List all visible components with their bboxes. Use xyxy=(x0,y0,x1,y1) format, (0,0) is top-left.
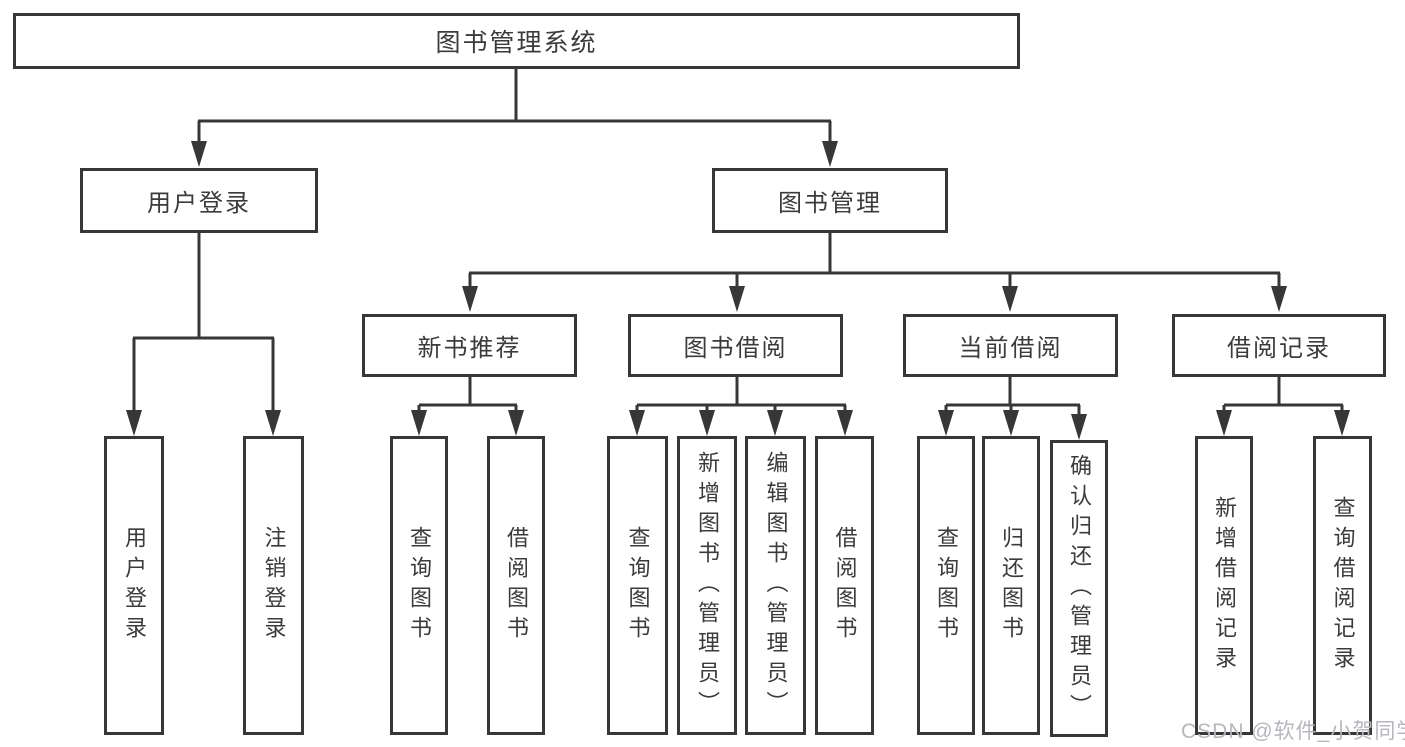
arrow-down-icon xyxy=(1003,410,1019,436)
arrow-down-icon xyxy=(508,410,524,436)
arrow-down-icon xyxy=(1216,410,1232,436)
arrow-down-icon xyxy=(1334,410,1350,436)
arrow-down-icon xyxy=(411,410,427,436)
leaf-user-login: 用户登录 xyxy=(104,436,164,735)
arrow-down-icon xyxy=(629,410,645,436)
leaf-logout: 注销登录 xyxy=(243,436,304,735)
arrow-down-icon xyxy=(938,410,954,436)
node-book-borrow-label: 图书借阅 xyxy=(683,335,788,362)
arrow-down-icon xyxy=(462,286,478,312)
leaf-bb-query-books-label: 查询图书 xyxy=(625,525,651,646)
node-new-book-recommend: 新书推荐 xyxy=(362,314,577,377)
node-current-borrow: 当前借阅 xyxy=(903,314,1118,377)
arrow-down-icon xyxy=(837,410,853,436)
leaf-bb-edit-books-admin-label: 编辑图书（管理员） xyxy=(763,450,789,721)
leaf-bb-borrow-books: 借阅图书 xyxy=(815,436,874,735)
leaf-bb-borrow-books-label: 借阅图书 xyxy=(832,525,858,646)
node-book-management-label: 图书管理 xyxy=(778,190,882,217)
leaf-nbr-query-books: 查询图书 xyxy=(390,436,448,735)
arrow-down-icon xyxy=(1071,414,1087,440)
node-borrow-records-label: 借阅记录 xyxy=(1227,335,1331,362)
leaf-logout-label: 注销登录 xyxy=(261,525,287,646)
node-root: 图书管理系统 xyxy=(13,13,1020,69)
arrow-down-icon xyxy=(699,410,715,436)
arrow-down-icon xyxy=(822,141,838,167)
watermark: CSDN @软件_小贺同学 xyxy=(1181,720,1405,743)
node-borrow-records: 借阅记录 xyxy=(1172,314,1386,377)
node-book-borrow: 图书借阅 xyxy=(628,314,843,377)
leaf-nbr-query-books-label: 查询图书 xyxy=(407,525,432,646)
leaf-bb-add-books-admin: 新增图书（管理员） xyxy=(677,436,737,735)
node-book-management: 图书管理 xyxy=(712,168,948,233)
leaf-cb-return-books: 归还图书 xyxy=(982,436,1040,735)
leaf-nbr-borrow-books-label: 借阅图书 xyxy=(504,525,529,646)
leaf-br-query-record-label: 查询借阅记录 xyxy=(1330,495,1356,676)
leaf-bb-add-books-admin-label: 新增图书（管理员） xyxy=(695,450,720,721)
leaf-cb-confirm-return-admin-label: 确认归还（管理员） xyxy=(1067,453,1092,724)
arrow-down-icon xyxy=(1271,286,1287,312)
leaf-br-add-record: 新增借阅记录 xyxy=(1195,436,1253,735)
leaf-bb-query-books: 查询图书 xyxy=(607,436,668,735)
node-root-label: 图书管理系统 xyxy=(435,29,598,57)
arrow-down-icon xyxy=(265,410,281,436)
leaf-cb-query-books: 查询图书 xyxy=(917,436,975,735)
arrow-down-icon xyxy=(1002,286,1018,312)
arrow-down-icon xyxy=(767,410,783,436)
arrow-down-icon xyxy=(729,286,745,312)
node-new-book-recommend-label: 新书推荐 xyxy=(417,335,522,362)
leaf-nbr-borrow-books: 借阅图书 xyxy=(487,436,545,735)
leaf-br-query-record: 查询借阅记录 xyxy=(1313,436,1372,735)
arrow-down-icon xyxy=(126,410,142,436)
leaf-bb-edit-books-admin: 编辑图书（管理员） xyxy=(745,436,806,735)
node-current-borrow-label: 当前借阅 xyxy=(958,335,1063,362)
leaf-cb-confirm-return-admin: 确认归还（管理员） xyxy=(1050,440,1108,737)
leaf-cb-query-books-label: 查询图书 xyxy=(934,525,959,646)
leaf-br-add-record-label: 新增借阅记录 xyxy=(1212,495,1237,676)
leaf-cb-return-books-label: 归还图书 xyxy=(999,525,1024,646)
arrow-down-icon xyxy=(191,141,207,167)
node-user-login-label: 用户登录 xyxy=(147,190,251,217)
node-user-login: 用户登录 xyxy=(80,168,318,233)
leaf-user-login-label: 用户登录 xyxy=(122,525,147,646)
